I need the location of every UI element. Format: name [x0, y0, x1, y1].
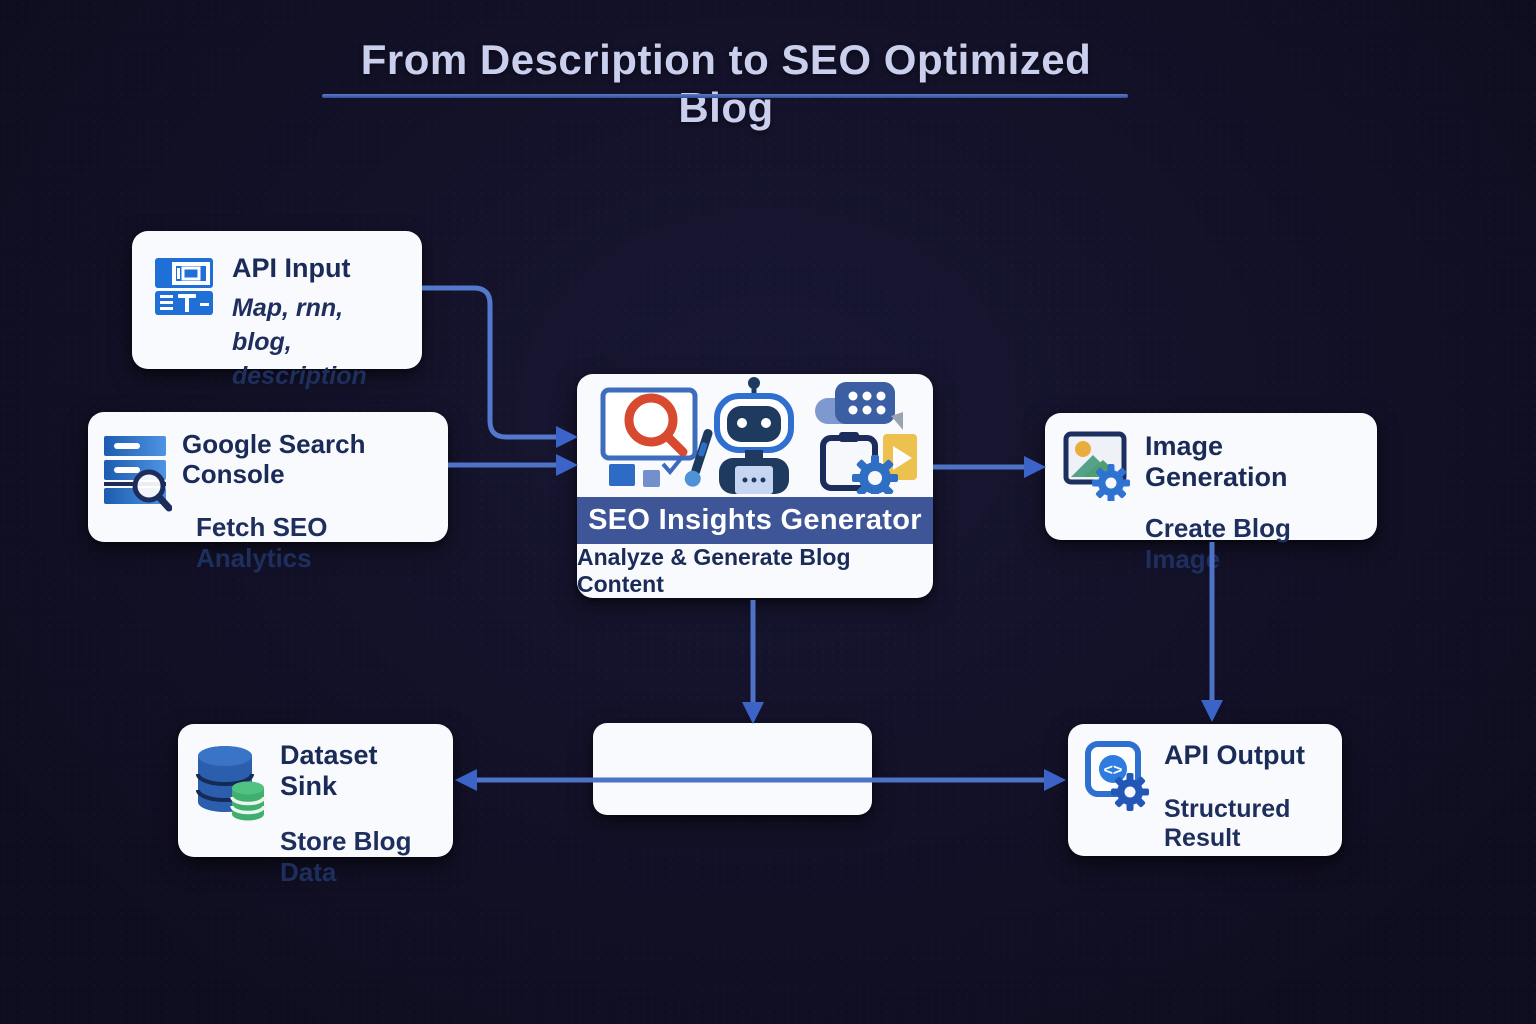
node-seo-insights-generator: SEO Insights Generator Analyze & Generat… — [577, 374, 933, 598]
node-title: Google Search Console — [182, 429, 366, 489]
node-title: Dataset Sink — [280, 740, 378, 802]
robot-icon — [684, 377, 794, 495]
window-form-icon — [152, 253, 216, 322]
database-cylinders-icon — [194, 740, 268, 831]
node-title: API Input — [232, 253, 351, 283]
node-subtitle: Analyze & Generate Blog Content — [577, 544, 851, 597]
arrowhead-into-api-output-top — [1201, 700, 1223, 722]
node-subtitle: Create Blog Image — [1145, 513, 1291, 575]
node-router-empty — [593, 723, 872, 815]
arrowhead-into-generator-top — [556, 426, 578, 448]
picture-gear-icon — [1063, 431, 1131, 506]
node-subtitle: Store Blog Data — [280, 826, 412, 888]
svg-text:<>: <> — [1104, 762, 1123, 779]
chat-clipboard-gear-icons — [815, 382, 917, 495]
robot-ai-illustration — [577, 374, 933, 497]
node-title: API Output — [1164, 740, 1305, 770]
node-image-generation: Image Generation Create Blog Image — [1045, 413, 1377, 574]
node-google-search-console: Google Search Console Fetch SEO Analytic… — [88, 412, 448, 573]
node-subtitle: Structured Result — [1164, 795, 1291, 853]
arrowhead-into-image-generation — [1024, 456, 1046, 478]
node-title-band: SEO Insights Generator — [577, 496, 933, 544]
arrowhead-into-dataset-sink — [455, 769, 477, 791]
page-title: From Description to SEO Optimized Blog — [360, 36, 1092, 131]
node-title: SEO Insights Generator — [588, 503, 922, 536]
code-gear-icon: <> — [1084, 740, 1150, 817]
monitor-search-icon — [600, 387, 698, 488]
node-api-input: API Input Map, rnn, blog, description — [132, 231, 422, 390]
arrowhead-into-api-output-left — [1044, 769, 1066, 791]
node-title: Image Generation — [1145, 431, 1288, 493]
server-search-icon — [102, 430, 173, 519]
arrowhead-into-generator-bottom — [556, 454, 578, 476]
node-api-output: <> — [1068, 724, 1342, 856]
node-subtitle: Map, rnn, blog, description — [232, 294, 367, 390]
arrowhead-into-router — [742, 702, 764, 724]
node-dataset-sink: Dataset Sink Store Blog Data — [178, 724, 453, 887]
title-underline — [322, 94, 1128, 98]
node-subtitle: Fetch SEO Analytics — [196, 511, 328, 573]
